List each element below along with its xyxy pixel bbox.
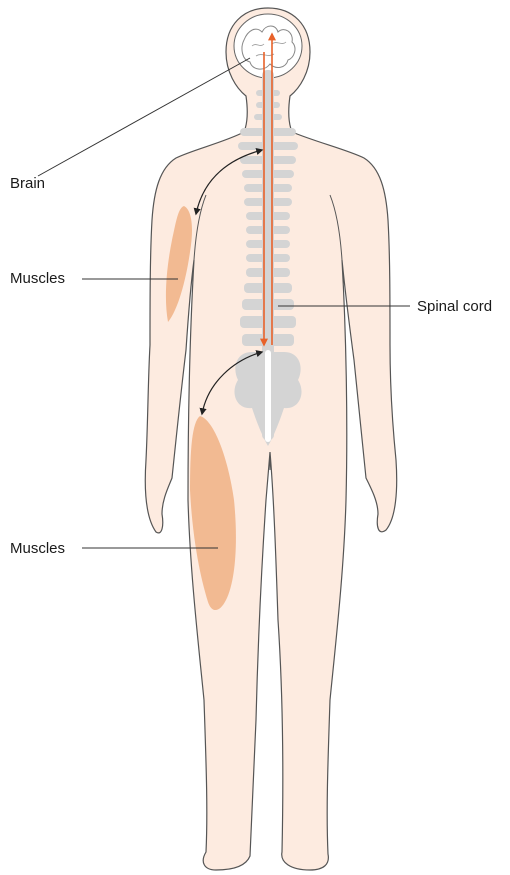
leg-muscles-label: Muscles [10, 541, 65, 556]
brain-illustration [234, 14, 302, 78]
spinal-cord-label: Spinal cord [417, 299, 492, 314]
brain-label: Brain [10, 176, 45, 191]
arm-muscles-label: Muscles [10, 271, 65, 286]
